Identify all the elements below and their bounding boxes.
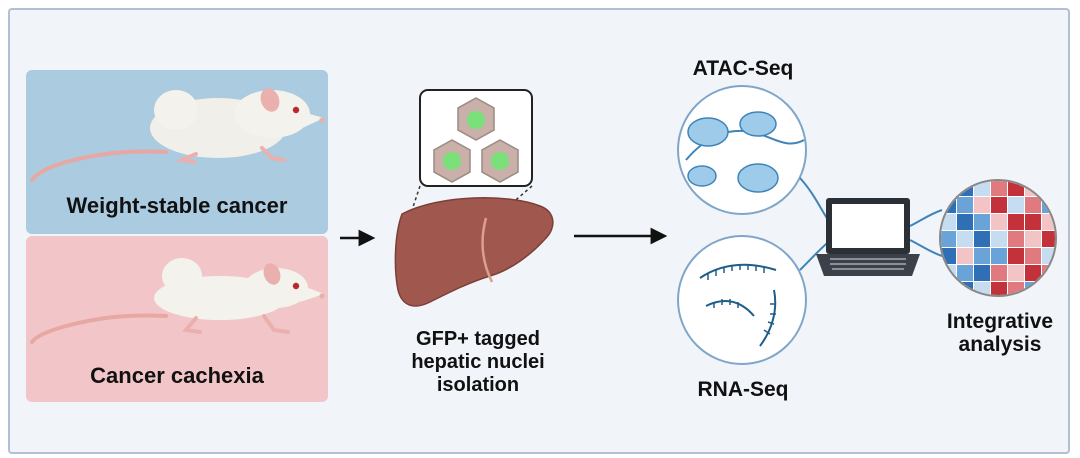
chromatin-icon [677,85,807,215]
heatmap-cell [1008,231,1024,247]
heatmap-cell [941,282,956,295]
panel-label-weight-stable: Weight-stable cancer [66,193,288,218]
rna-seq-label: RNA-Seq [697,378,789,401]
heatmap-cell [957,265,973,281]
heatmap-cell [957,248,973,264]
rna-icon [677,235,807,365]
heatmap-cell [974,248,990,264]
heatmap-cell [1025,265,1041,281]
atac-seq-label: ATAC-Seq [692,57,794,80]
heatmap-cell [991,265,1007,281]
heatmap-cell [991,197,1007,213]
laptop-icon [816,198,920,276]
heatmap-cell [991,231,1007,247]
heatmap-cell [974,231,990,247]
panel-label-cachexia: Cancer cachexia [90,363,264,388]
heatmap-cell [1008,214,1024,230]
heatmap-cell [1042,231,1055,247]
heatmap-cell [974,181,990,196]
heatmap-cell [1025,248,1041,264]
heatmap-cell [974,265,990,281]
heatmap-cell [1008,248,1024,264]
mouse-icon [30,258,325,344]
heatmap-cell [974,214,990,230]
heatmap-cell [974,197,990,213]
heatmap-cell [1042,282,1055,295]
nuclei-isolation-label: GFP+ tagged hepatic nuclei isolation [411,328,545,396]
heatmap-cell [991,214,1007,230]
heatmap-cell [957,214,973,230]
heatmap-cell [1008,197,1024,213]
mouse-icon [30,88,325,182]
heatmap-cell [991,181,1007,196]
integrative-analysis-label: Integrative analysis [946,310,1054,356]
heatmap-cell [941,231,956,247]
liver-icon [394,197,554,307]
heatmap-icon [939,179,1057,297]
heatmap-cell [1025,214,1041,230]
heatmap-cell [991,248,1007,264]
heatmap-cell [1025,197,1041,213]
heatmap-cell [1025,231,1041,247]
heatmap-cell [941,214,956,230]
heatmap-cell [941,181,956,196]
heatmap-cell [957,231,973,247]
panel-weight-stable: Weight-stable cancer [26,70,328,234]
hepatocyte-icon [419,89,533,187]
heatmap-cell [1042,181,1055,196]
heatmap-cell [1008,265,1024,281]
heatmap-cell [991,282,1007,295]
heatmap-cell [957,197,973,213]
panel-cachexia: Cancer cachexia [26,236,328,402]
